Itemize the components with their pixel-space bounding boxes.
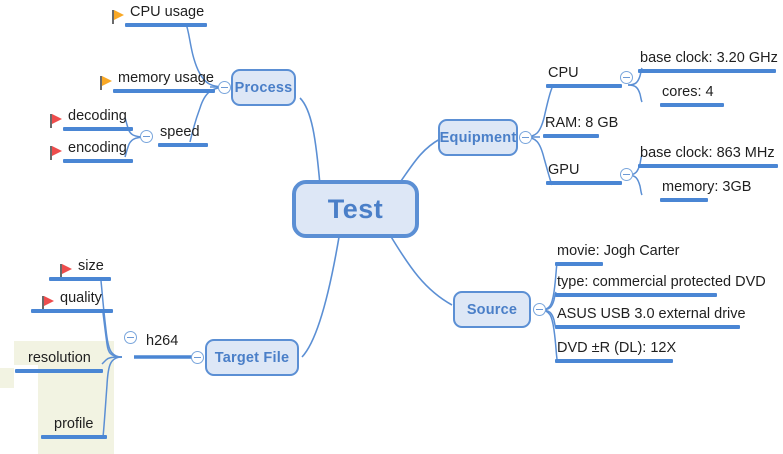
flag-icon-red <box>60 263 73 278</box>
topic-underline <box>546 84 622 88</box>
topic-h264[interactable]: h264 <box>144 331 188 356</box>
topic-gpu-label: GPU <box>548 162 580 178</box>
topic-underline <box>49 277 111 281</box>
collapse-handle-target-file[interactable] <box>191 351 204 364</box>
topic-resolution[interactable]: resolution <box>15 348 103 373</box>
topic-cpu-base-clock[interactable]: base clock: 3.20 GHz <box>638 48 780 73</box>
topic-underline <box>555 325 740 329</box>
topic-encoding[interactable]: encoding <box>50 138 133 163</box>
flag-icon-orange <box>112 9 125 24</box>
topic-decoding[interactable]: decoding <box>50 106 133 131</box>
topic-profile[interactable]: profile <box>41 414 107 439</box>
topic-profile-label: profile <box>54 416 94 432</box>
topic-encoding-label: encoding <box>68 140 127 156</box>
topic-underline <box>543 134 599 138</box>
topic-gpu-memory-label: memory: 3GB <box>662 179 752 195</box>
topic-resolution-label: resolution <box>28 350 91 366</box>
topic-source-drive-label: ASUS USB 3.0 external drive <box>557 306 746 322</box>
branch-node-target-file-label: Target File <box>214 349 290 366</box>
topic-underline <box>638 69 776 73</box>
topic-underline <box>638 164 778 168</box>
root-node-label: Test <box>327 193 384 224</box>
collapse-handle-h264[interactable] <box>124 331 137 344</box>
branch-node-target-file[interactable]: Target File <box>205 339 299 376</box>
flag-icon-red <box>50 113 63 128</box>
topic-underline <box>555 359 673 363</box>
topic-size-label: size <box>78 258 104 274</box>
topic-size[interactable]: size <box>49 256 112 281</box>
topic-quality-label: quality <box>60 290 102 306</box>
flag-icon-red <box>42 295 55 310</box>
topic-speed[interactable]: speed <box>158 122 208 147</box>
topic-source-dvd[interactable]: DVD ±R (DL): 12X <box>555 338 690 363</box>
topic-gpu-memory[interactable]: memory: 3GB <box>660 177 755 202</box>
topic-h264-label: h264 <box>146 333 179 349</box>
topic-underline <box>660 198 708 202</box>
collapse-handle-gpu[interactable] <box>620 168 633 181</box>
topic-cpu[interactable]: CPU <box>546 63 622 88</box>
root-node-test[interactable]: Test <box>292 180 419 238</box>
topic-source-drive[interactable]: ASUS USB 3.0 external drive <box>555 304 750 329</box>
topic-underline <box>555 262 603 266</box>
topic-underline <box>41 435 107 439</box>
branch-node-process-label: Process <box>234 79 293 96</box>
flag-icon-orange <box>100 75 113 90</box>
topic-cpu-cores[interactable]: cores: 4 <box>660 82 730 107</box>
topic-gpu-base-clock-label: base clock: 863 MHz <box>640 145 775 161</box>
topic-underline <box>555 293 717 297</box>
collapse-handle-process[interactable] <box>218 81 231 94</box>
topic-cpu-label: CPU <box>548 65 579 81</box>
topic-cpu-cores-label: cores: 4 <box>662 84 714 100</box>
topic-cpu-base-clock-label: base clock: 3.20 GHz <box>640 50 778 66</box>
branch-node-equipment[interactable]: Equipment <box>438 119 518 156</box>
topic-underline <box>660 103 724 107</box>
topic-source-movie[interactable]: movie: Jogh Carter <box>555 241 680 266</box>
topic-underline <box>63 159 133 163</box>
topic-underline <box>15 369 103 373</box>
topic-gpu-base-clock[interactable]: base clock: 863 MHz <box>638 143 783 168</box>
branch-node-source[interactable]: Source <box>453 291 531 328</box>
topic-source-type-label: type: commercial protected DVD <box>557 274 766 290</box>
selection-region-3 <box>0 368 14 388</box>
topic-ram-label: RAM: 8 GB <box>545 115 619 131</box>
topic-gpu[interactable]: GPU <box>546 160 622 185</box>
topic-quality[interactable]: quality <box>31 288 114 313</box>
topic-source-movie-label: movie: Jogh Carter <box>557 243 680 259</box>
topic-cpu-usage-label: CPU usage <box>130 4 205 20</box>
topic-underline <box>113 89 215 93</box>
topic-underline <box>125 23 207 27</box>
branch-node-source-label: Source <box>466 301 518 318</box>
topic-memory-usage-label: memory usage <box>118 70 214 86</box>
topic-speed-label: speed <box>160 124 200 140</box>
branch-node-equipment-label: Equipment <box>439 129 517 146</box>
collapse-handle-source[interactable] <box>533 303 546 316</box>
collapse-handle-equipment[interactable] <box>519 131 532 144</box>
topic-underline <box>546 181 622 185</box>
flag-icon-red <box>50 145 63 160</box>
collapse-handle-speed[interactable] <box>140 130 153 143</box>
topic-source-dvd-label: DVD ±R (DL): 12X <box>557 340 677 356</box>
topic-source-type[interactable]: type: commercial protected DVD <box>555 272 770 297</box>
topic-ram[interactable]: RAM: 8 GB <box>543 113 623 138</box>
topic-decoding-label: decoding <box>68 108 127 124</box>
branch-node-process[interactable]: Process <box>231 69 296 106</box>
topic-underline <box>31 309 113 313</box>
topic-cpu-usage[interactable]: CPU usage <box>112 2 207 27</box>
topic-underline <box>63 127 133 131</box>
topic-memory-usage[interactable]: memory usage <box>100 68 215 93</box>
collapse-handle-cpu[interactable] <box>620 71 633 84</box>
topic-underline <box>158 143 208 147</box>
